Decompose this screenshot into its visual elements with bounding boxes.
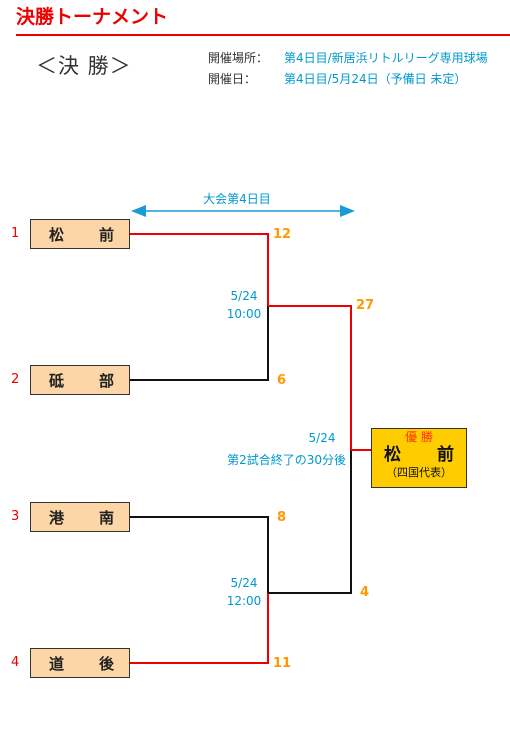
score-final-bottom: 4 [360,585,370,600]
team-box-4: 道 後 [30,648,130,678]
venue-label: 開催場所： [208,51,269,65]
bracket-line-team3 [130,516,269,593]
bracket-line-team2 [130,306,269,381]
score-semi2-bottom: 11 [273,656,292,671]
team-name-char: 砥 [49,371,65,390]
date-value: 第4日目/5月24日（予備日 未定） [284,72,467,86]
team-box-3: 港 南 [30,502,130,532]
round-heading: ＜決 勝＞ [36,54,132,78]
team-name-char: 港 [49,508,65,527]
team-name-char: 後 [98,654,114,673]
bracket-line-team1 [130,233,269,306]
seed-1: 1 [11,226,20,241]
seed-3: 3 [11,509,20,524]
semi2-time: 12:00 [226,594,262,608]
team-name-char: 前 [98,225,114,244]
final-date: 5/24 [308,431,336,445]
team-name-char: 部 [98,371,114,390]
champion-name-char: 松 [384,445,401,465]
bracket-line-semi2-winner [268,450,352,594]
champion-team: 松 前 [372,444,466,466]
team-box-2: 砥 部 [30,365,130,395]
score-final-top: 27 [356,298,375,313]
semi1-date: 5/24 [230,289,258,303]
score-semi1-bottom: 6 [277,373,287,388]
bracket-line-semi1-winner [268,305,352,450]
team-name-char: 松 [49,225,65,244]
team-name-char: 南 [98,508,114,527]
team-box-1: 松 前 [30,219,130,249]
score-semi1-top: 12 [273,227,292,242]
champion-box: 優 勝 松 前 （四国代表） [371,428,467,488]
champion-region: （四国代表） [386,466,452,479]
date-label: 開催日： [208,72,257,86]
final-note: 第2試合終了の30分後 [227,453,346,467]
seed-4: 4 [11,655,20,670]
team-name-char: 道 [49,654,65,673]
bracket-line-team4 [130,593,269,664]
day-arrow-label: 大会第4日目 [203,192,271,206]
page-title: 決勝トーナメント [16,4,510,36]
score-semi2-top: 8 [277,510,287,525]
champion-label: 優 勝 [405,430,433,444]
semi2-date: 5/24 [230,576,258,590]
seed-2: 2 [11,372,20,387]
venue-value: 第4日目/新居浜リトルリーグ専用球場 [284,51,488,65]
semi1-time: 10:00 [226,307,262,321]
champion-name-char: 前 [437,445,454,465]
